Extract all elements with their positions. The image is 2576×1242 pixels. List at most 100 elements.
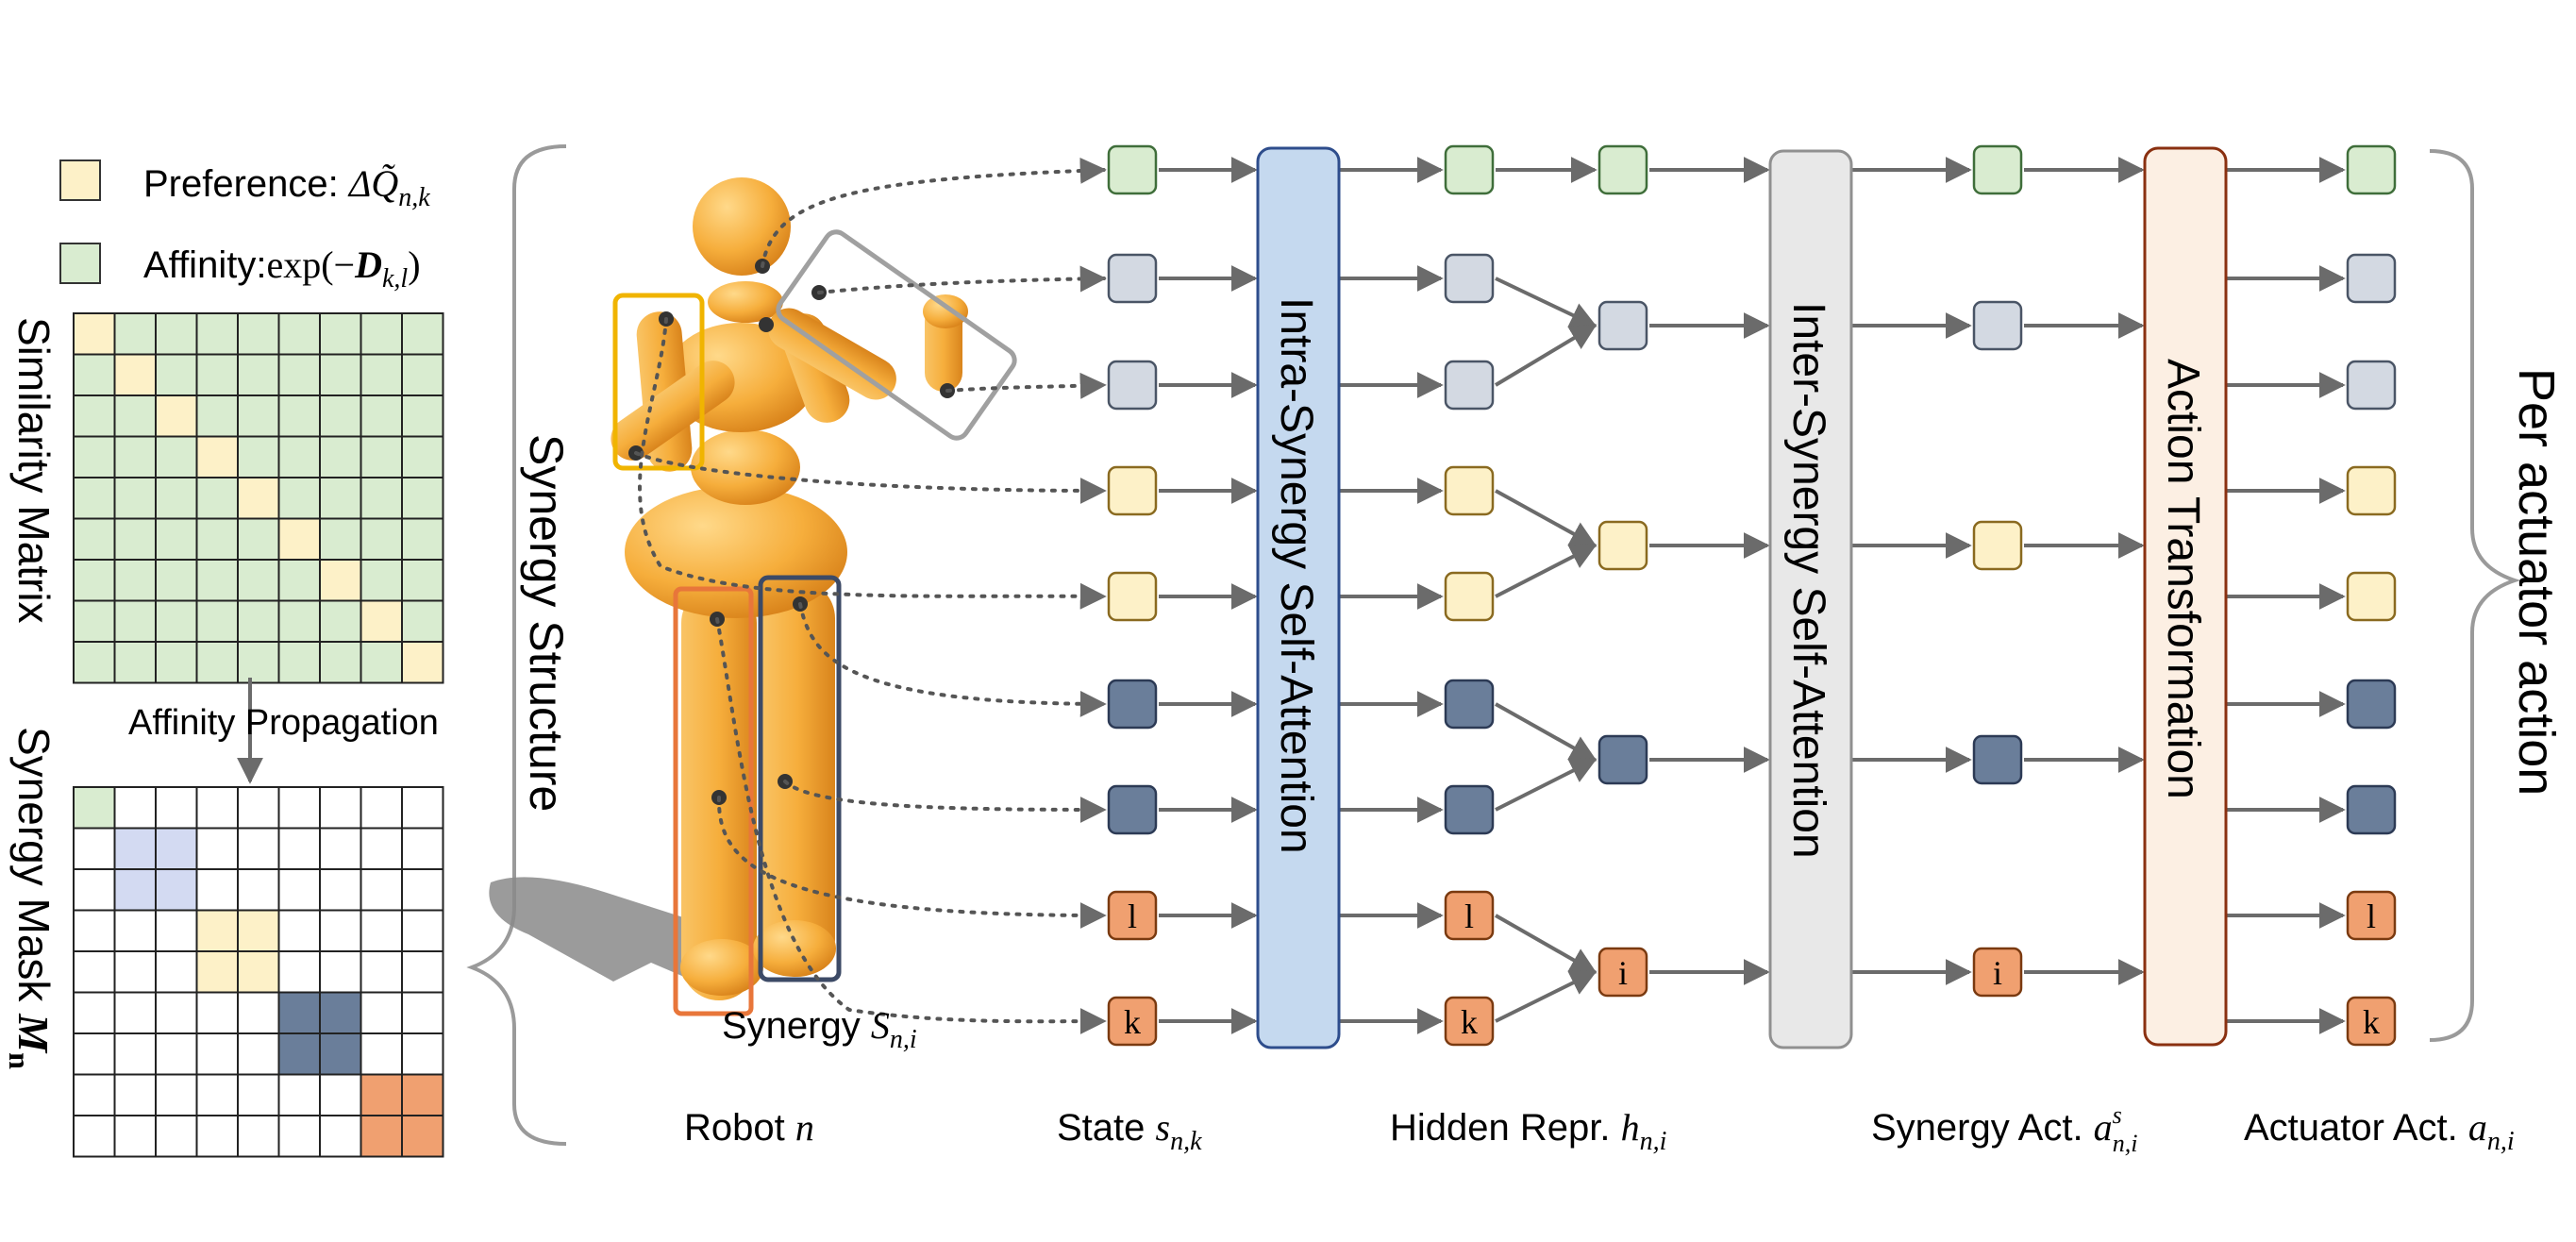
mask-cell: [360, 827, 403, 870]
affinity-cell: [155, 353, 198, 396]
state-node-8: l: [1107, 890, 1158, 941]
hidden-group-node-5-letter: i: [1618, 954, 1628, 992]
mask-cell: [73, 1073, 116, 1116]
mask-cell: [113, 991, 157, 1034]
state-node-6: [1107, 679, 1158, 730]
state-node-1-box: [1107, 144, 1158, 195]
robot-label: Robot n: [684, 1106, 814, 1149]
affinity-cell: [277, 435, 321, 478]
synergy-act-node-2: [1972, 300, 2023, 351]
affinity-cell: [360, 435, 403, 478]
affinity-cell: [155, 599, 198, 643]
affinity-cell: [113, 477, 157, 520]
synergy-label: Synergy Sn,i: [722, 1004, 917, 1054]
inter-synergy-block: [1768, 149, 1853, 1049]
mask-cell: [277, 1115, 321, 1158]
affinity-cell: [401, 394, 444, 438]
state-node-4-box: [1107, 465, 1158, 516]
actuator-node-9-box: [2346, 996, 2397, 1047]
state-node-8-box: [1107, 890, 1158, 941]
actuator-node-7: [2346, 784, 2397, 835]
mask-cell: [73, 991, 116, 1034]
affinity-cell: [360, 559, 403, 602]
hidden-node-9: k: [1444, 996, 1495, 1047]
affinity-cell: [401, 312, 444, 356]
mask-cell: [155, 950, 198, 994]
state-label: State sn,k: [1057, 1106, 1202, 1156]
synergy-act-node-4: [1972, 734, 2023, 785]
affinity-cell: [155, 477, 198, 520]
mask-cell: [319, 1115, 362, 1158]
mask-cell: [360, 1115, 403, 1158]
mask-cell: [319, 950, 362, 994]
affinity-cell: [237, 394, 280, 438]
affinity-cell: [237, 641, 280, 684]
affinity-cell: [155, 312, 198, 356]
mask-cell: [237, 909, 280, 952]
synergy-mask-title: Synergy Mask Mn: [3, 727, 59, 1069]
mask-cell: [319, 1032, 362, 1076]
mask-cell: [155, 991, 198, 1034]
merge-arrow-5-9: [1495, 970, 1597, 1023]
mask-cell: [360, 868, 403, 912]
mask-cell: [360, 1032, 403, 1076]
affinity-cell: [277, 394, 321, 438]
affinity-cell: [73, 517, 116, 561]
synergy-box-left-arm: [612, 293, 705, 471]
affinity-cell: [195, 394, 239, 438]
mask-cell: [237, 786, 280, 830]
affinity-cell: [360, 312, 403, 356]
mask-cell: [360, 909, 403, 952]
affinity-swatch: [59, 243, 101, 284]
hidden-node-8: l: [1444, 890, 1495, 941]
merge-arrow-5-8: [1495, 914, 1597, 974]
affinity-cell: [360, 353, 403, 396]
synergy-act-node-1-box: [1972, 144, 2023, 195]
actuator-node-2-box: [2346, 253, 2397, 304]
affinity-cell: [319, 599, 362, 643]
action-transformation-block: [2143, 146, 2228, 1047]
mask-cell: [360, 1073, 403, 1116]
mask-cell: [113, 868, 157, 912]
preference-swatch: [59, 159, 101, 201]
preference-cell: [277, 517, 321, 561]
merge-arrow-2-3: [1494, 324, 1597, 387]
mask-cell: [113, 827, 157, 870]
actuator-node-5: [2346, 571, 2397, 622]
mask-cell: [113, 909, 157, 952]
mask-cell: [277, 991, 321, 1034]
actuator-node-1: [2346, 144, 2397, 195]
actuator-node-7-box: [2346, 784, 2397, 835]
merge-arrow-3-4: [1495, 489, 1597, 547]
affinity-cell: [73, 599, 116, 643]
state-node-7: [1107, 784, 1158, 835]
synergy-act-node-4-box: [1972, 734, 2023, 785]
legend: Preference: ΔQ̃n,k Affinity:exp(−Dk,l): [59, 159, 430, 294]
mask-cell: [277, 827, 321, 870]
actuator-node-5-box: [2346, 571, 2397, 622]
state-node-3-box: [1107, 360, 1158, 411]
affinity-cell: [319, 435, 362, 478]
mask-cell: [277, 1073, 321, 1116]
affinity-cell: [360, 394, 403, 438]
hidden-node-6: [1444, 679, 1495, 730]
affinity-cell: [113, 599, 157, 643]
affinity-cell: [73, 353, 116, 396]
affinity-cell: [237, 559, 280, 602]
hidden-node-9-letter: k: [1461, 1003, 1478, 1041]
state-node-9: k: [1107, 996, 1158, 1047]
mask-cell: [319, 786, 362, 830]
mask-cell: [360, 950, 403, 994]
robot-figure: [489, 177, 1017, 1016]
hidden-node-3: [1444, 360, 1495, 411]
synergy-act-node-5-letter: i: [1993, 954, 2002, 992]
robot-connections: [634, 157, 1107, 1035]
hidden-group-node-3-box: [1597, 520, 1648, 571]
affinity-cell: [195, 517, 239, 561]
affinity-cell: [195, 353, 239, 396]
hidden-node-7: [1444, 784, 1495, 835]
state-node-9-box: [1107, 996, 1158, 1047]
per-actuator-action-title: Per actuator action: [2508, 368, 2565, 796]
hidden-node-5-box: [1444, 571, 1495, 622]
